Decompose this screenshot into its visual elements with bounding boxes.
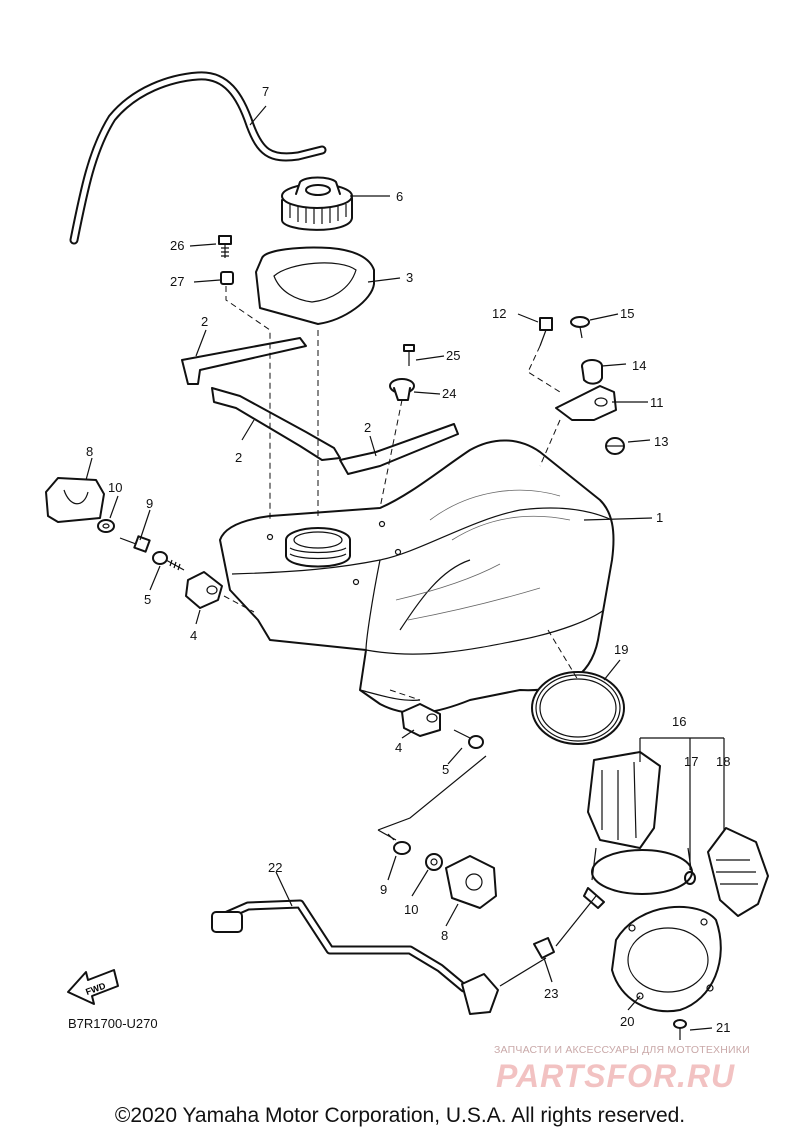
retainer-screw <box>673 1019 687 1040</box>
callout-4-upper: 4 <box>190 628 197 643</box>
tank-damper-upper <box>181 337 307 385</box>
callout-8-lower: 8 <box>441 928 448 943</box>
pump-retainer-plate <box>611 905 722 1013</box>
callout-4-lower: 4 <box>395 740 402 755</box>
callout-14: 14 <box>632 358 646 373</box>
callout-25: 25 <box>446 348 460 363</box>
callout-16: 16 <box>672 714 686 729</box>
pump-gasket <box>531 671 625 745</box>
cover-collar <box>220 271 234 285</box>
o-ring <box>684 871 696 885</box>
forward-direction-arrow: FWD <box>67 969 119 1005</box>
rubber-mount-upper <box>185 571 223 609</box>
fuel-hose <box>211 899 499 1015</box>
washer-upper <box>97 519 115 533</box>
diagram-code: B7R1700-U270 <box>68 1016 158 1031</box>
cover-bolt <box>218 235 232 258</box>
callout-labels: 1 2 2 2 3 4 4 5 5 6 7 8 8 9 9 10 10 11 1… <box>86 84 730 1035</box>
washer-lower <box>425 853 443 871</box>
tank-damper-left <box>211 387 341 461</box>
callout-9-lower: 9 <box>380 882 387 897</box>
bracket-bolt-top <box>570 316 590 339</box>
rubber-damper <box>581 359 603 385</box>
callout-17: 17 <box>684 754 698 769</box>
grommet <box>389 378 415 401</box>
fuel-cap <box>281 176 353 231</box>
fuel-pump-assembly <box>583 751 693 909</box>
right-hose-clamp <box>445 855 497 909</box>
fuel-tank <box>219 439 615 714</box>
callout-22: 22 <box>268 860 282 875</box>
tank-damper-right <box>339 423 459 475</box>
callout-9-upper: 9 <box>146 496 153 511</box>
callout-12: 12 <box>492 306 506 321</box>
callout-1: 1 <box>656 510 663 525</box>
callout-21: 21 <box>716 1020 730 1035</box>
bolt-upper <box>119 535 151 553</box>
leader-lines <box>85 105 725 1031</box>
callout-23: 23 <box>544 986 558 1001</box>
callout-6: 6 <box>396 189 403 204</box>
tank-cap-cover <box>255 246 375 325</box>
callout-18: 18 <box>716 754 730 769</box>
bolt-side <box>152 551 185 571</box>
bolt-lower <box>453 729 484 749</box>
callout-2-upper: 2 <box>201 314 208 329</box>
callout-3: 3 <box>406 270 413 285</box>
callout-19: 19 <box>614 642 628 657</box>
callout-27: 27 <box>170 274 184 289</box>
bracket-nut <box>605 437 625 455</box>
callout-20: 20 <box>620 1014 634 1029</box>
callout-10-upper: 10 <box>108 480 122 495</box>
callout-2-left: 2 <box>235 450 242 465</box>
breather-hose <box>69 71 327 245</box>
callout-15: 15 <box>620 306 634 321</box>
callout-8-upper: 8 <box>86 444 93 459</box>
copyright-notice: ©2020 Yamaha Motor Corporation, U.S.A. A… <box>114 1104 686 1127</box>
left-hose-clamp <box>45 477 105 523</box>
watermark-tagline: ЗАПЧАСТИ И АКСЕССУАРЫ ДЛЯ МОТОТЕХНИКИ <box>494 1044 750 1056</box>
callout-24: 24 <box>442 386 456 401</box>
callout-5-lower: 5 <box>442 762 449 777</box>
pump-filter <box>707 827 769 917</box>
rubber-mount-lower <box>401 703 441 737</box>
bracket-bolt <box>539 317 553 347</box>
grommet-screw <box>403 344 415 366</box>
callout-11: 11 <box>650 395 664 410</box>
callout-5-upper: 5 <box>144 592 151 607</box>
callout-10-lower: 10 <box>404 902 418 917</box>
watermark-logo: PARTSFOR.RU <box>496 1058 736 1094</box>
hose-clip <box>533 937 555 959</box>
callout-26: 26 <box>170 238 184 253</box>
callout-7: 7 <box>262 84 269 99</box>
callout-13: 13 <box>654 434 668 449</box>
tank-bracket <box>555 385 617 421</box>
callout-2-right: 2 <box>364 420 371 435</box>
